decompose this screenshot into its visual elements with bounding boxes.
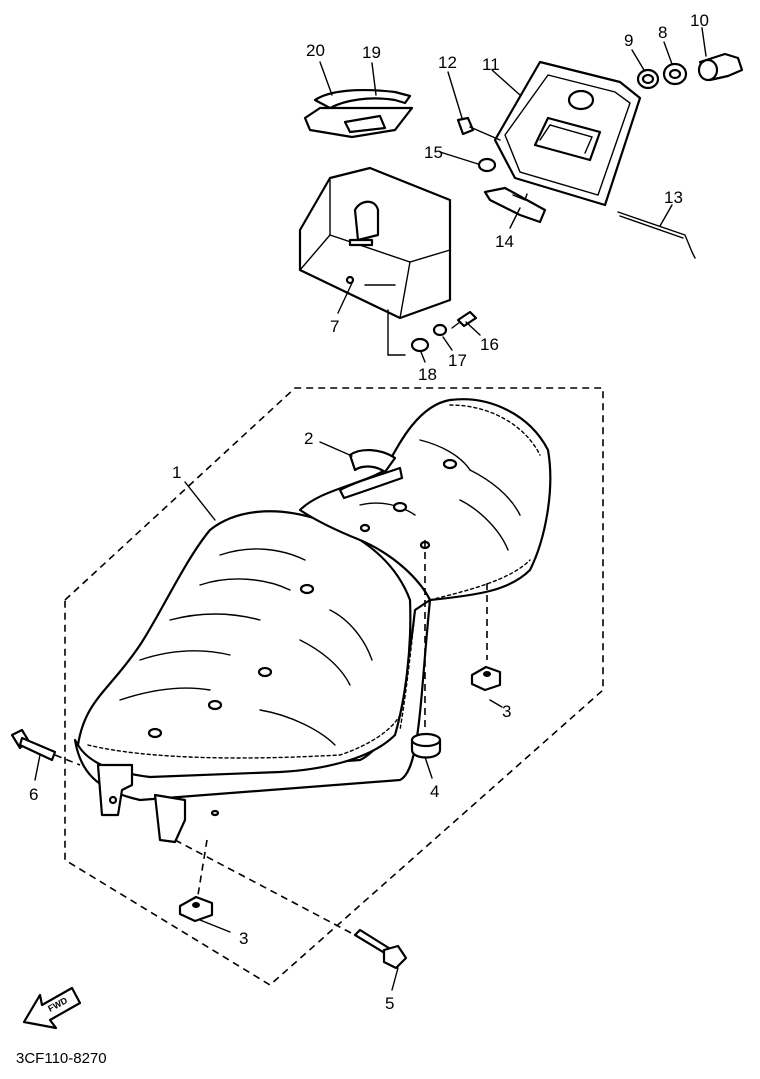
callout-6: 6 (29, 785, 38, 804)
callout-13: 13 (664, 188, 683, 207)
bolt-part-5 (174, 839, 408, 970)
callout-5: 5 (385, 994, 394, 1013)
callout-16: 16 (480, 335, 499, 354)
callout-2: 2 (304, 429, 313, 448)
leader-lines (34, 27, 707, 991)
callout-8: 8 (658, 23, 667, 42)
callout-14: 14 (495, 232, 514, 251)
callout-18: 18 (418, 365, 437, 384)
damper-nut-part-3-upper (470, 583, 502, 692)
callout-11: 11 (482, 55, 500, 74)
screws-parts-16-17-18 (387, 309, 478, 356)
callout-20: 20 (306, 41, 325, 60)
callout-4: 4 (430, 782, 439, 801)
bolt-part-6 (10, 728, 81, 766)
rod-part-13 (617, 211, 696, 259)
callout-19: 19 (362, 43, 381, 62)
callout-1: 1 (172, 463, 181, 482)
lock-parts-8-9-10 (636, 52, 744, 90)
callout-12: 12 (438, 53, 457, 72)
seat-assembly-boundary (64, 387, 604, 986)
callout-15: 15 (424, 143, 443, 162)
plate-part-14 (483, 186, 547, 224)
clip-part-12 (456, 116, 501, 141)
drawing-code: 3CF110-8270 (16, 1050, 107, 1067)
callout-3-upper: 3 (502, 702, 511, 721)
cover-box-part-7 (298, 166, 452, 320)
callout-7: 7 (330, 317, 339, 336)
callout-10: 10 (690, 11, 709, 30)
forward-direction-arrow-icon: FWD (22, 986, 82, 1030)
bracket-part-19-20 (303, 88, 414, 139)
callout-17: 17 (448, 351, 467, 370)
seat-part-1 (73, 398, 552, 844)
rubber-damper-part-4 (410, 540, 442, 759)
callout-3-lower: 3 (239, 929, 248, 948)
callout-9: 9 (624, 31, 633, 50)
tray-part-11 (493, 60, 642, 207)
nut-part-15 (477, 157, 497, 173)
damper-nut-part-3-lower (178, 839, 214, 923)
